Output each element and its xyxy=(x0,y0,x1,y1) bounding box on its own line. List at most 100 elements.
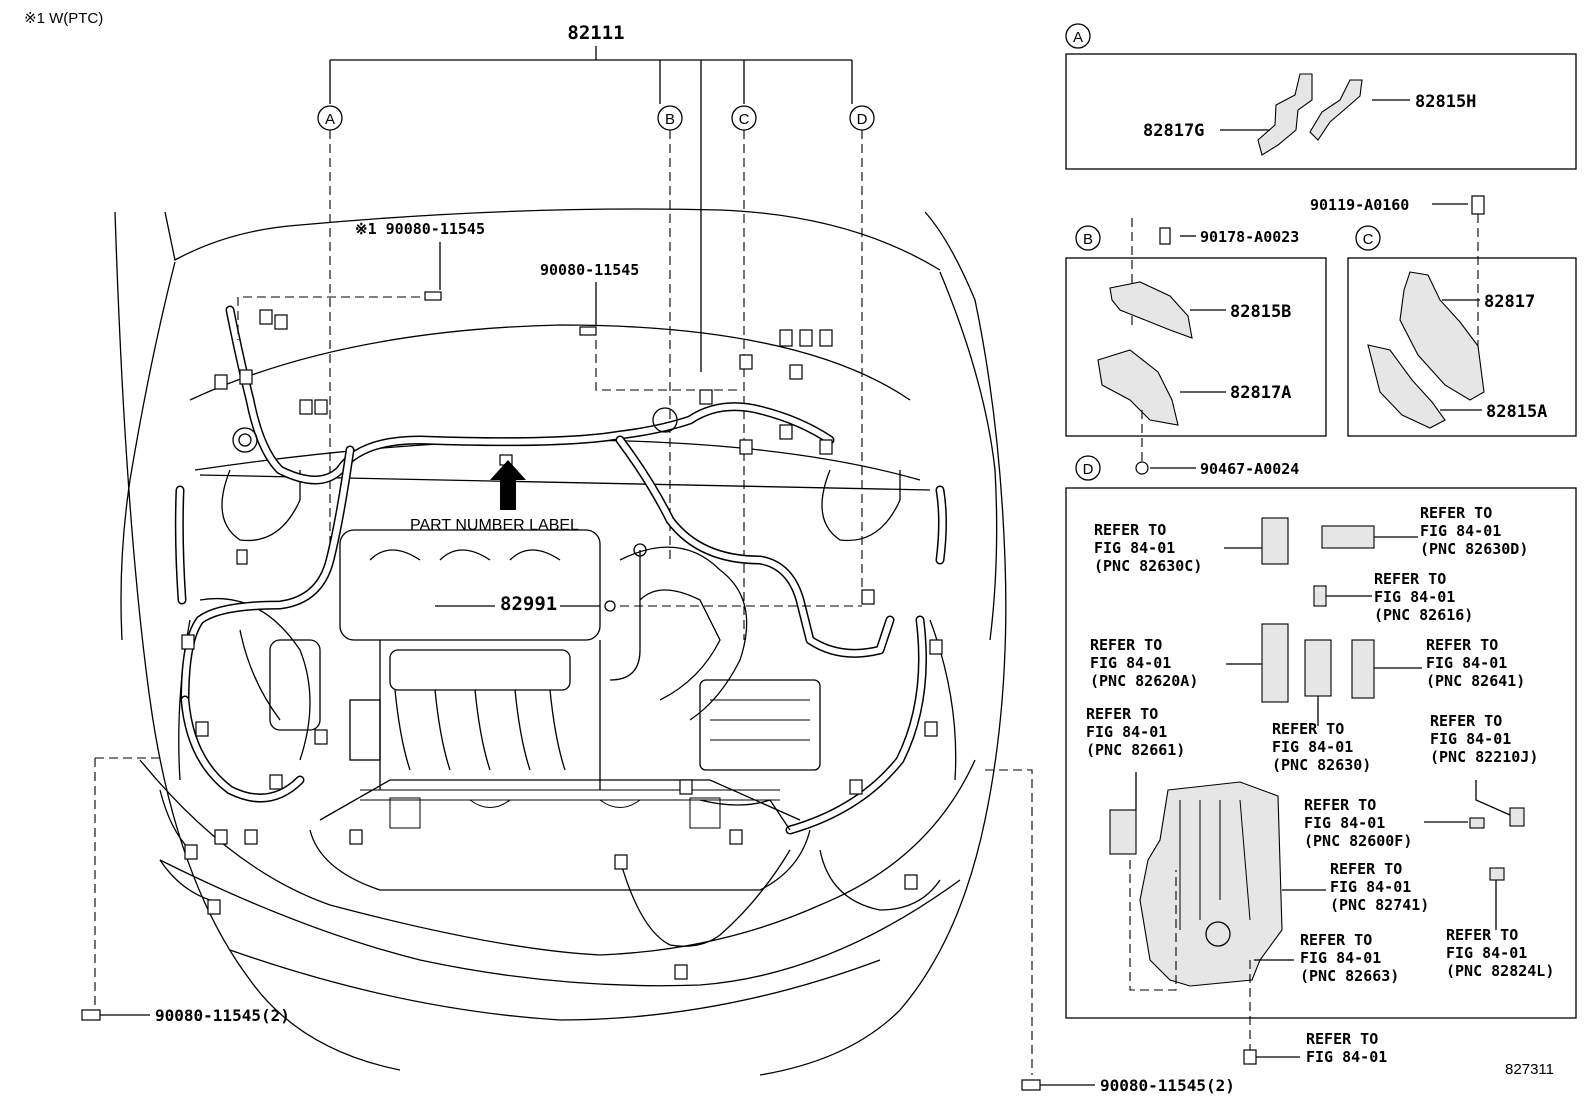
ref-82630[interactable]: REFER TO FIG 84-01 (PNC 82630) xyxy=(1272,720,1371,774)
part-82991-label[interactable]: 82991 xyxy=(500,593,557,615)
ref-82661[interactable]: REFER TO FIG 84-01 (PNC 82661) xyxy=(1086,705,1185,759)
bolt-left-label[interactable]: 90080-11545(2) xyxy=(155,1006,290,1025)
detail-view-d: D xyxy=(1065,455,1577,1065)
part-82991-callout: 82991 xyxy=(435,593,862,615)
relay-block xyxy=(1321,525,1375,549)
part-82817-label[interactable]: 82817 xyxy=(1484,292,1535,312)
svg-text:B: B xyxy=(665,111,675,128)
relay xyxy=(1313,585,1327,607)
bolt-left-callout: 90080-11545(2) xyxy=(81,757,290,1025)
detail-view-a: A 82815H 82817G xyxy=(1065,23,1577,170)
svg-text:REFER TO: REFER TO xyxy=(1090,636,1162,654)
svg-text:FIG 84-01: FIG 84-01 xyxy=(1420,522,1501,540)
arrow-up-icon xyxy=(490,460,526,510)
harness-connectors xyxy=(181,309,943,980)
svg-text:FIG 84-01: FIG 84-01 xyxy=(1094,539,1175,557)
svg-text:B: B xyxy=(1083,231,1093,248)
bolt-ptc-label[interactable]: ※1 90080-11545 xyxy=(355,220,485,238)
connector-block xyxy=(1351,639,1375,699)
svg-text:REFER TO: REFER TO xyxy=(1330,860,1402,878)
view-marker-d[interactable]: D xyxy=(849,105,875,131)
part-82111-label[interactable]: 82111 xyxy=(567,22,624,44)
svg-text:FIG 84-01: FIG 84-01 xyxy=(1330,878,1411,896)
ref-82663[interactable]: REFER TO FIG 84-01 (PNC 82663) xyxy=(1300,931,1399,985)
vehicle-body-outline xyxy=(114,208,1007,1076)
svg-text:FIG 84-01: FIG 84-01 xyxy=(1272,738,1353,756)
bolt-icon xyxy=(1021,1079,1041,1091)
svg-text:(PNC 82600F): (PNC 82600F) xyxy=(1304,832,1412,850)
part-82815b-label[interactable]: 82815B xyxy=(1230,302,1291,322)
connector-block xyxy=(1261,623,1289,703)
bolt-90119-label[interactable]: 90119-A0160 xyxy=(1310,196,1409,214)
part-82815a-label[interactable]: 82815A xyxy=(1486,402,1547,422)
part-82817a-label[interactable]: 82817A xyxy=(1230,383,1291,403)
view-marker-b[interactable]: B xyxy=(657,105,683,131)
svg-text:FIG 84-01: FIG 84-01 xyxy=(1086,723,1167,741)
part-82815h-label[interactable]: 82815H xyxy=(1415,92,1476,112)
ref-82210j[interactable]: REFER TO FIG 84-01 (PNC 82210J) xyxy=(1430,712,1538,766)
bolt-callout: 90080-11545 xyxy=(540,261,740,391)
ref-82741[interactable]: REFER TO FIG 84-01 (PNC 82741) xyxy=(1330,860,1429,914)
bolt-90178-label[interactable]: 90178-A0023 xyxy=(1200,228,1299,246)
svg-text:FIG 84-01: FIG 84-01 xyxy=(1304,814,1385,832)
svg-text:(PNC 82616): (PNC 82616) xyxy=(1374,606,1473,624)
ref-82616[interactable]: REFER TO FIG 84-01 (PNC 82616) xyxy=(1374,570,1473,624)
svg-text:C: C xyxy=(1363,231,1374,248)
clip-icon xyxy=(1135,461,1149,475)
ref-82630d[interactable]: REFER TO FIG 84-01 (PNC 82630D) xyxy=(1420,504,1528,558)
svg-text:FIG 84-01: FIG 84-01 xyxy=(1426,654,1507,672)
ptc-note: ※1 W(PTC) xyxy=(24,10,103,27)
bolt-icon xyxy=(579,326,597,336)
ref-82641[interactable]: REFER TO FIG 84-01 (PNC 82641) xyxy=(1426,636,1525,690)
relay xyxy=(1509,807,1525,827)
part-number-label-text: PART NUMBER LABEL xyxy=(410,517,579,534)
relay-block xyxy=(1261,517,1289,565)
svg-text:(PNC 82741): (PNC 82741) xyxy=(1330,896,1429,914)
bolt-90467-label[interactable]: 90467-A0024 xyxy=(1200,460,1299,478)
junction-block xyxy=(1139,781,1283,987)
bolt-right-callout: 90080-11545(2) xyxy=(985,769,1235,1095)
view-marker-a[interactable]: A xyxy=(317,105,343,131)
ref-82600f[interactable]: REFER TO FIG 84-01 (PNC 82600F) xyxy=(1304,796,1412,850)
engine-assembly xyxy=(199,529,821,790)
refer-to-labels: REFER TO FIG 84-01 (PNC 82630C) REFER TO… xyxy=(1086,504,1554,1066)
svg-text:(PNC 82620A): (PNC 82620A) xyxy=(1090,672,1198,690)
svg-text:(PNC 82210J): (PNC 82210J) xyxy=(1430,748,1538,766)
svg-text:(PNC 82630C): (PNC 82630C) xyxy=(1094,557,1202,575)
svg-text:A: A xyxy=(325,111,335,128)
detail-view-b: B 90178-A0023 82815B 82817A 90467-A0024 xyxy=(1065,218,1327,478)
svg-text:FIG 84-01: FIG 84-01 xyxy=(1430,730,1511,748)
svg-text:(PNC 82630D): (PNC 82630D) xyxy=(1420,540,1528,558)
svg-text:(PNC 82630): (PNC 82630) xyxy=(1272,756,1371,774)
bolt-icon xyxy=(81,1009,101,1021)
svg-text:REFER TO: REFER TO xyxy=(1446,926,1518,944)
part-82817g-label[interactable]: 82817G xyxy=(1143,121,1204,141)
svg-text:C: C xyxy=(739,111,750,128)
svg-text:REFER TO: REFER TO xyxy=(1374,570,1446,588)
view-marker-c[interactable]: C xyxy=(731,105,757,131)
connector-block xyxy=(1304,639,1332,697)
wire-harness-82111[interactable] xyxy=(159,305,947,947)
bolt-icon xyxy=(1243,1049,1257,1065)
detail-view-c: 90119-A0160 C 82817 82815A xyxy=(1310,195,1577,437)
relay xyxy=(1489,867,1505,881)
figure-id: 827311 xyxy=(1505,1061,1554,1078)
svg-text:REFER TO: REFER TO xyxy=(1300,931,1372,949)
bolt-icon xyxy=(1471,195,1485,215)
ref-82630c[interactable]: REFER TO FIG 84-01 (PNC 82630C) xyxy=(1094,521,1202,575)
svg-text:A: A xyxy=(1073,29,1083,46)
svg-text:(PNC 82663): (PNC 82663) xyxy=(1300,967,1399,985)
svg-text:(PNC 82641): (PNC 82641) xyxy=(1426,672,1525,690)
ref-82620a[interactable]: REFER TO FIG 84-01 (PNC 82620A) xyxy=(1090,636,1198,690)
svg-text:D: D xyxy=(1083,461,1094,478)
svg-text:(PNC 82661): (PNC 82661) xyxy=(1086,741,1185,759)
ref-82824l[interactable]: REFER TO FIG 84-01 (PNC 82824L) xyxy=(1446,926,1554,980)
svg-text:REFER TO: REFER TO xyxy=(1420,504,1492,522)
bolt-right-label[interactable]: 90080-11545(2) xyxy=(1100,1076,1235,1095)
svg-text:REFER TO: REFER TO xyxy=(1430,712,1502,730)
svg-text:D: D xyxy=(857,111,868,128)
bolt-label[interactable]: 90080-11545 xyxy=(540,261,639,279)
ref-bottom[interactable]: REFER TO FIG 84-01 xyxy=(1306,1030,1387,1066)
svg-text:FIG 84-01: FIG 84-01 xyxy=(1090,654,1171,672)
